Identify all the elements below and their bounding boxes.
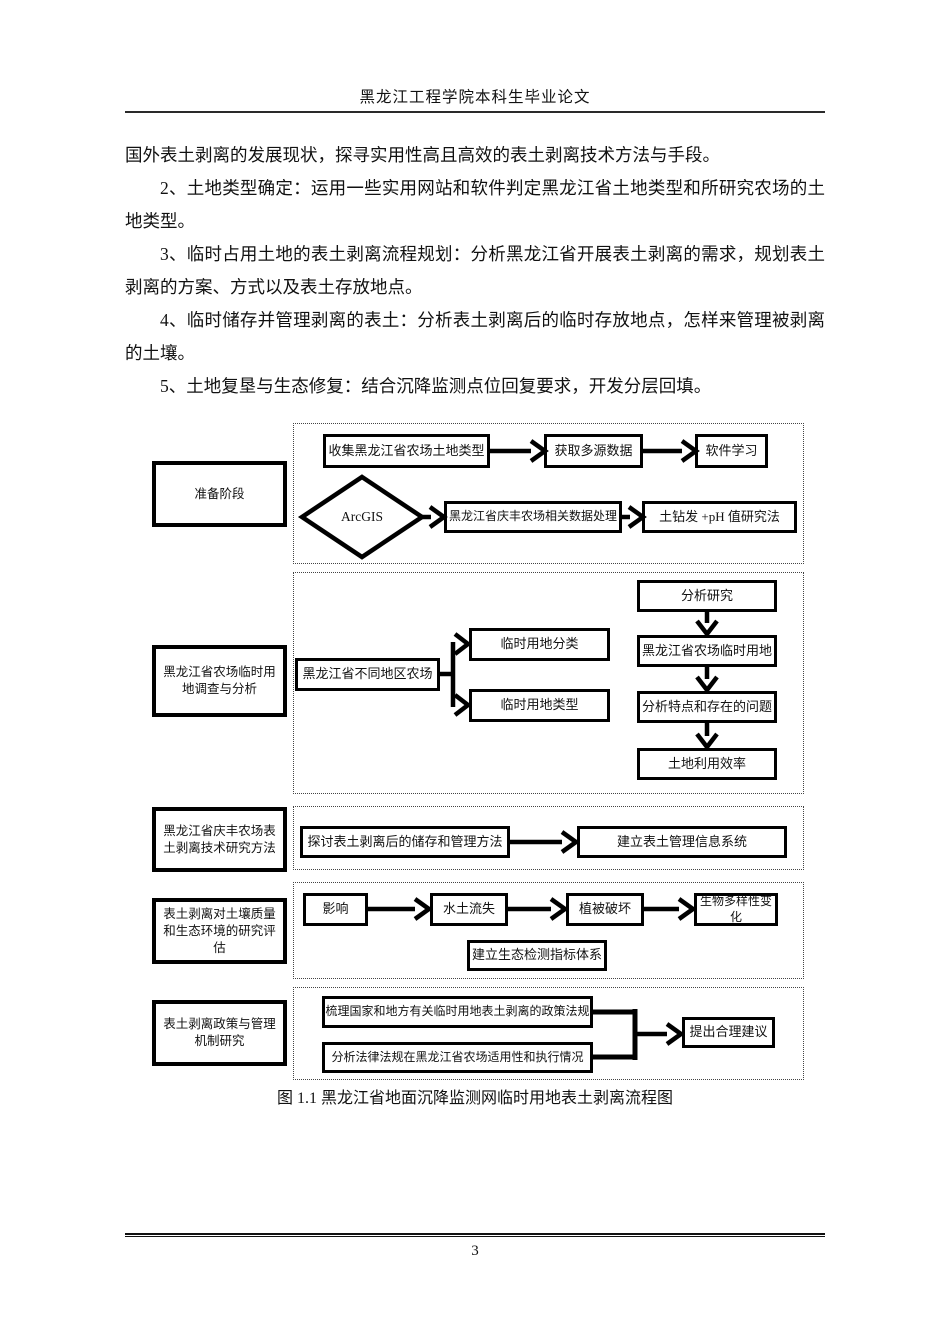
header-rule	[125, 111, 825, 113]
stage-label-preparation: 准备阶段	[152, 461, 287, 527]
node-analysis-research: 分析研究	[637, 580, 777, 612]
stage-panel-survey	[293, 572, 804, 794]
node-collect-land-types: 收集黑龙江省农场土地类型	[323, 434, 490, 468]
paragraph: 5、土地复垦与生态修复：结合沉降监测点位回复要求，开发分层回填。	[160, 376, 712, 396]
node-land-use-efficiency: 土地利用效率	[637, 748, 777, 780]
stage-label-policy: 表土剥离政策与管理机制研究	[152, 1000, 287, 1066]
node-multi-source-data: 获取多源数据	[544, 434, 643, 468]
node-vegetation-damage: 植被破坏	[566, 893, 644, 926]
node-soil-drill-ph-method: 土钻发 +pH 值研究法	[642, 501, 797, 533]
stage-label-survey: 黑龙江省农场临时用地调查与分析	[152, 645, 287, 717]
footer-rule	[125, 1233, 825, 1237]
node-national-policies: 梳理国家和地方有关临时用地表土剥离的政策法规	[322, 996, 593, 1028]
node-arcgis-diamond-label: ArcGIS	[341, 509, 383, 524]
node-reasonable-suggestions: 提出合理建议	[682, 1017, 775, 1048]
body-text: 国外表土剥离的发展现状，探寻实用性高且高效的表土剥离技术方法与手段。 2、土地类…	[125, 139, 825, 403]
node-eco-index-system: 建立生态检测指标体系	[467, 940, 607, 971]
node-biodiversity-change: 生物多样性变化	[694, 893, 778, 926]
paragraph: 4、临时储存并管理剥离的表土：分析表土剥离后的临时存放地点，怎样来管理被剥离的土…	[125, 310, 825, 363]
node-influence: 影响	[303, 893, 368, 926]
node-soil-erosion: 水土流失	[430, 893, 508, 926]
paragraph: 2、土地类型确定：运用一些实用网站和软件判定黑龙江省土地类型和所研究农场的土地类…	[125, 178, 825, 231]
figure-caption: 图 1.1 黑龙江省地面沉降监测网临时用地表土剥离流程图	[276, 1090, 673, 1107]
stage-panel-preparation	[293, 423, 804, 564]
page-header-title: 黑龙江工程学院本科生毕业论文	[359, 89, 591, 106]
stage-panel-method	[293, 806, 804, 870]
node-law-applicability: 分析法律法规在黑龙江省农场适用性和执行情况	[322, 1042, 593, 1073]
page-number: 3	[471, 1243, 479, 1259]
node-storage-management-methods: 探讨表土剥离后的储存和管理方法	[300, 826, 510, 858]
stage-label-impact: 表土剥离对土壤质量和生态环境的研究评估	[152, 898, 287, 964]
node-characteristics-problems: 分析特点和存在的问题	[637, 691, 777, 723]
node-farm-temp-land: 黑龙江省农场临时用地	[637, 635, 777, 667]
paragraph: 国外表土剥离的发展现状，探寻实用性高且高效的表土剥离技术方法与手段。	[125, 145, 720, 165]
node-temp-land-classification: 临时用地分类	[469, 628, 610, 661]
stage-panel-policy	[293, 987, 804, 1080]
paragraph: 3、临时占用土地的表土剥离流程规划：分析黑龙江省开展表土剥离的需求，规划表土剥离…	[125, 244, 825, 297]
node-different-region-farms: 黑龙江省不同地区农场	[295, 658, 440, 691]
stage-panel-impact	[293, 882, 804, 979]
node-qingfeng-data-processing: 黑龙江省庆丰农场相关数据处理	[444, 501, 622, 533]
node-topsoil-info-system: 建立表土管理信息系统	[577, 826, 787, 858]
stage-label-method: 黑龙江省庆丰农场表土剥离技术研究方法	[152, 807, 287, 872]
node-temp-land-types: 临时用地类型	[469, 689, 610, 722]
node-software-study: 软件学习	[695, 434, 768, 468]
